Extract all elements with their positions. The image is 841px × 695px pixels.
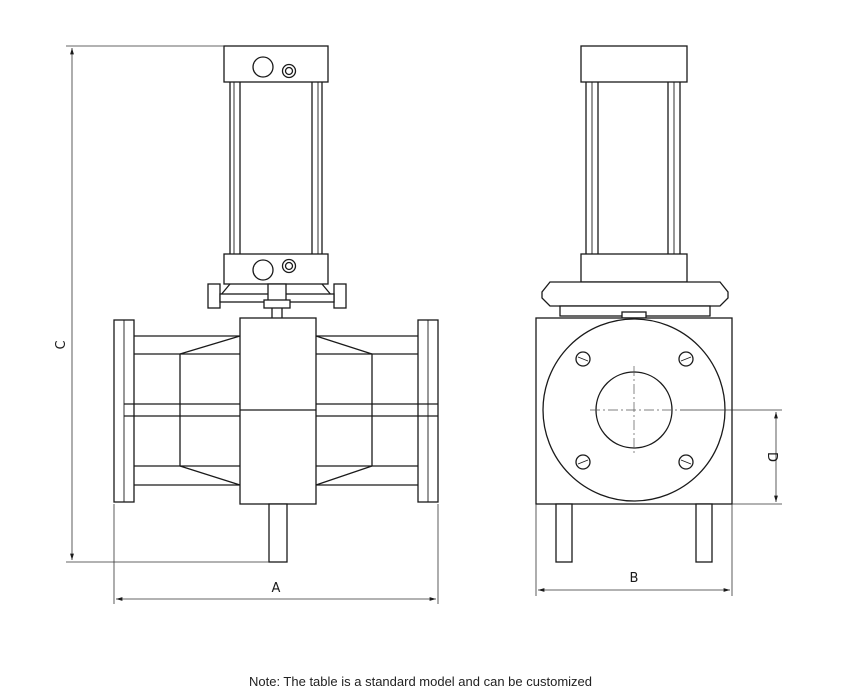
front-mounting-bracket xyxy=(207,283,347,318)
dimension-label-c: C xyxy=(54,340,69,349)
dimension-b: B xyxy=(535,504,733,596)
front-right-flange xyxy=(417,319,439,503)
side-mounting-bracket xyxy=(541,281,729,319)
bolt-hole-top-left xyxy=(575,351,591,367)
front-pipe-body xyxy=(124,335,438,486)
dimension-c: C xyxy=(54,45,269,563)
side-cylinder-top-cap xyxy=(580,45,688,83)
bolt-hole-top-right xyxy=(678,351,694,367)
front-view xyxy=(113,45,439,563)
front-gate-housing xyxy=(239,317,317,505)
side-legs xyxy=(555,503,713,563)
front-cylinder-bottom-cap xyxy=(223,253,329,285)
front-cylinder-top-cap xyxy=(223,45,329,83)
side-cylinder-bottom-cap xyxy=(580,253,688,283)
front-bottom-stem xyxy=(268,503,288,563)
front-left-flange xyxy=(113,319,135,503)
side-cylinder-body xyxy=(585,82,681,254)
front-cylinder-body xyxy=(229,82,323,254)
dimension-label-b: B xyxy=(630,571,639,586)
dimension-d: D xyxy=(680,409,782,505)
bolt-hole-bottom-left xyxy=(575,454,591,470)
dimension-a: A xyxy=(113,504,439,604)
bolt-hole-bottom-right xyxy=(678,454,694,470)
footnote: Note: The table is a standard model and … xyxy=(248,674,593,689)
dimension-label-d: D xyxy=(764,452,779,462)
side-view xyxy=(535,45,733,563)
dimension-label-a: A xyxy=(272,581,281,596)
side-round-flange xyxy=(542,318,726,502)
